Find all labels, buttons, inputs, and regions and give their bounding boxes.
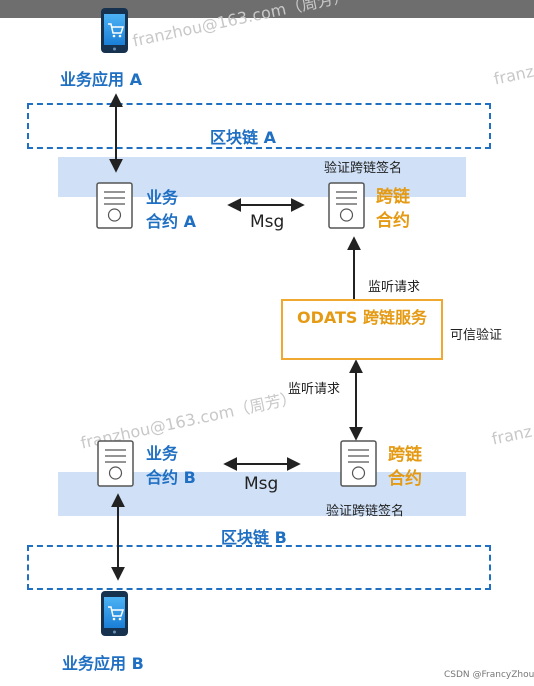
msg-label-a: Msg — [250, 212, 285, 232]
csdn-credit: CSDN @FrancyZhou — [444, 670, 534, 680]
biz-contract-b-line2: 合约 B — [146, 468, 196, 487]
biz-contract-a-line1: 业务 — [146, 188, 179, 207]
document-icon-cross-b — [340, 440, 377, 487]
verify-sign-label-a: 验证跨链签名 — [324, 161, 403, 176]
document-icon-biz-b — [97, 440, 134, 487]
odats-service-box: ODATS 跨链服务 — [281, 299, 443, 360]
trusted-verify-label: 可信验证 — [450, 328, 503, 343]
chain-b-box — [27, 545, 491, 590]
cross-contract-a-line1: 跨链 — [376, 187, 410, 207]
document-icon-cross-a — [328, 182, 365, 229]
verify-sign-label-b: 验证跨链签名 — [326, 504, 405, 519]
top-bar — [0, 0, 534, 18]
biz-contract-a-line2: 合约 A — [146, 212, 196, 231]
cross-contract-a-line2: 合约 — [376, 211, 410, 231]
cross-contract-b-line1: 跨链 — [388, 445, 422, 465]
app-a-label: 业务应用 A — [60, 70, 142, 89]
chain-b-label: 区块链 B — [221, 528, 287, 547]
document-icon-biz-a — [96, 182, 133, 229]
phone-icon-a — [101, 8, 128, 53]
app-b-label: 业务应用 B — [62, 654, 144, 673]
cross-contract-b-line2: 合约 — [388, 469, 422, 489]
biz-contract-b-line1: 业务 — [146, 444, 179, 463]
listen-request-label-b: 监听请求 — [288, 382, 341, 397]
phone-icon-b — [101, 591, 128, 636]
listen-request-label-a: 监听请求 — [368, 280, 421, 295]
msg-label-b: Msg — [244, 474, 279, 494]
chain-a-label: 区块链 A — [210, 128, 276, 147]
chain-a-box — [27, 103, 491, 149]
